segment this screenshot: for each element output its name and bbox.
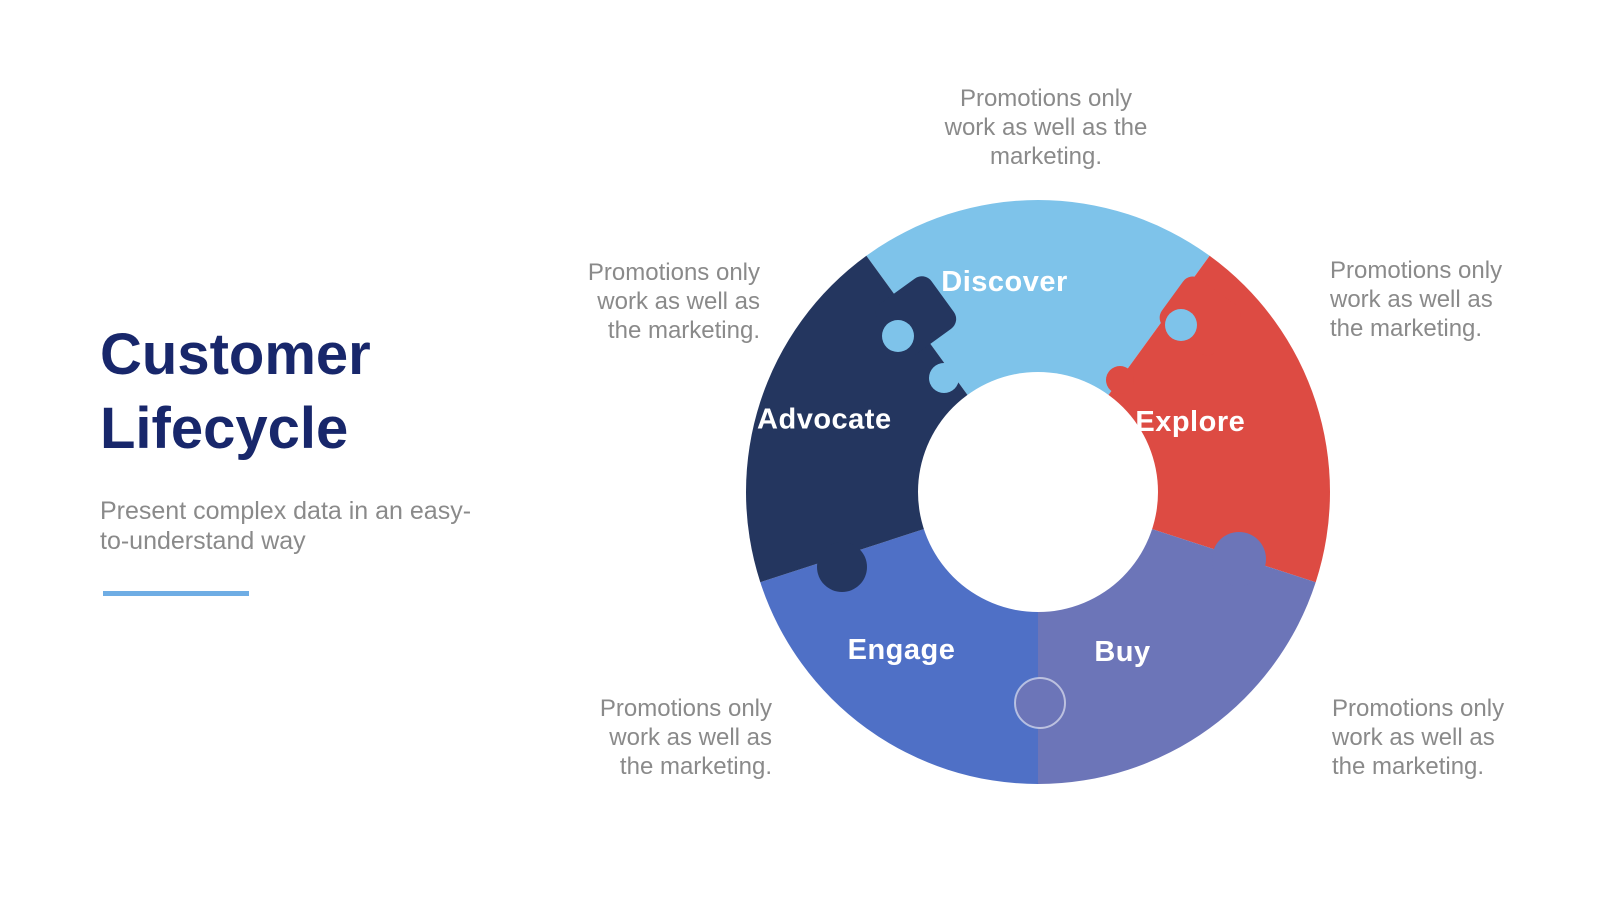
puzzle-knob-buy-7 (1014, 677, 1066, 729)
wheel-label-discover: Discover (941, 266, 1068, 298)
accent-underline (103, 591, 249, 596)
wheel-label-buy: Buy (1094, 636, 1150, 668)
puzzle-knob-discover-1 (882, 320, 914, 352)
annotation-lower-left: Promotions only work as well as the mark… (599, 695, 772, 780)
puzzle-knob-discover-2 (929, 363, 959, 393)
wheel-label-explore: Explore (1135, 406, 1245, 438)
page-subtitle: Present complex data in an easy- to-unde… (100, 497, 472, 555)
wheel-segment-discover (866, 200, 1210, 492)
page-title: Customer Lifecycle (100, 318, 530, 466)
annotation-upper-right: Promotions only work as well as the mark… (1330, 257, 1503, 342)
wheel-center-hole (918, 372, 1158, 612)
annotation-lower-right: Promotions only work as well as the mark… (1332, 695, 1505, 780)
puzzle-knob-discover-4 (1165, 309, 1197, 341)
puzzle-knob-advocate-8 (817, 542, 867, 592)
puzzle-knob-buy-6 (1212, 532, 1266, 586)
intro-panel: Customer Lifecycle Present complex data … (100, 318, 530, 596)
wheel-label-engage: Engage (848, 634, 956, 666)
page-title-line1: Customer (100, 322, 371, 387)
page-title-line2: Lifecycle (100, 396, 349, 461)
puzzle-knob-explore-5 (1106, 366, 1134, 394)
wheel-label-advocate: Advocate (757, 404, 892, 436)
annotation-top: Promotions only work as well as the mark… (944, 85, 1148, 170)
annotation-upper-left: Promotions only work as well as the mark… (587, 259, 760, 344)
